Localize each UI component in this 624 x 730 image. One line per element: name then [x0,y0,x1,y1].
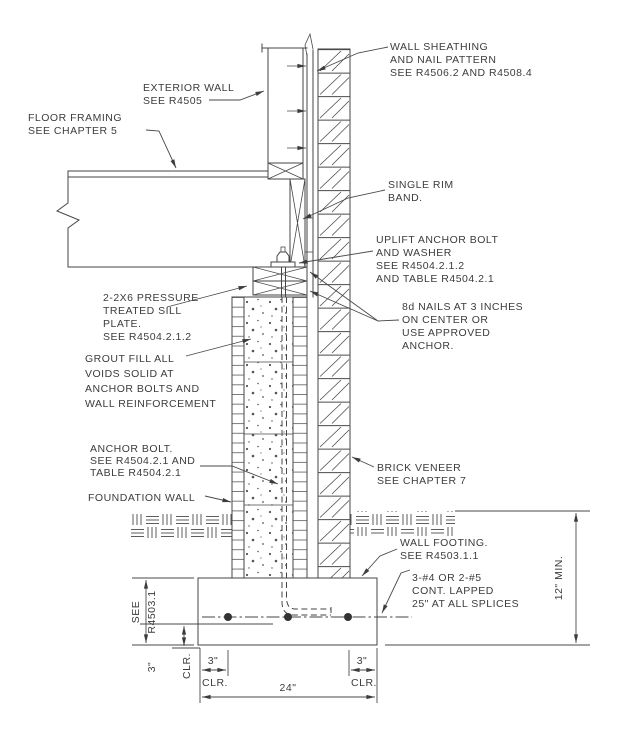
leader-single-rim-band [302,189,386,220]
callout-footing-rebar: CONT. LAPPED [412,585,494,597]
dim-cover-bottom-left [199,648,229,703]
bolt-shaft [281,266,286,298]
leader-footing-rebar [381,569,411,614]
callout-uplift-anchor: SEE R4504.2.1.2 [376,260,465,272]
dim-text-footing-depth: R4503.1 [146,590,158,633]
bolt-stub [280,246,286,253]
sheathing-break-mark [304,32,314,57]
callout-8d-nails: ANCHOR. [402,340,454,352]
rim-band [289,178,306,268]
rebar-dot [224,613,232,621]
brick-veneer-column [317,48,351,579]
rebar-dot [284,613,292,621]
callout-exterior-wall: EXTERIOR WALL [143,82,234,94]
callout-grout-fill: ANCHOR BOLTS AND [85,383,200,395]
callout-brick-veneer: BRICK VENEER [377,462,461,474]
callout-anchor-bolt: SEE R4504.2.1 AND [90,455,195,467]
callout-uplift-anchor: AND WASHER [376,247,452,259]
cmu-face-shell-left [232,297,244,578]
wall-sheathing-layer [287,32,314,298]
callout-grout-fill: VOIDS SOLID AT [85,368,174,380]
stud-wall [261,43,308,164]
callout-grout-fill: GROUT FILL ALL [85,353,174,365]
sill-plates [252,266,308,296]
leader-8d-nails-b [309,290,379,322]
dim-12in-min [385,510,590,646]
dimension-texts: SEE R4503.1 12" MIN. 3" CLR. 3" CLR. 3" … [130,556,565,694]
dimension-lines [132,510,590,703]
embedded-anchor-bolt [286,297,331,610]
grade-hatch-left [130,513,232,538]
callout-8d-nails: 8d NAILS AT 3 INCHES [402,301,523,313]
callout-wall-footing: SEE R4503.1.1 [400,550,479,562]
uplift-anchor-bolt-assembly [270,246,296,298]
callout-8d-nails: USE APPROVED [402,327,490,339]
dim-text-12in-min: 12" MIN. [553,556,565,601]
callout-wall-footing: WALL FOOTING. [400,537,488,549]
callout-sill-plate: TREATED SILL [103,305,182,317]
foundation-wall [231,296,332,617]
callout-uplift-anchor: AND TABLE R4504.2.1 [376,273,494,285]
dim-text-footing-depth: SEE [130,601,142,624]
leader-8d-nails-a [309,271,379,322]
callout-8d-nails: ON CENTER OR [402,314,489,326]
leader-grout-fill [185,338,252,357]
washer-plate [270,261,296,268]
callout-sill-plate: SEE R4504.2.1.2 [103,331,192,343]
dim-text-cover-bottom-right-value: 3" [357,655,368,667]
hex-nut [276,251,290,263]
block-course-joints [244,361,293,506]
leader-8d-nails-stem [377,319,400,322]
dim-text-footing-width: 24" [280,682,297,694]
leader-uplift-anchor [298,250,374,264]
leader-exterior-wall [209,90,265,101]
rebar-dot [344,613,352,621]
cmu-face-shell-right [293,297,307,578]
blocking-box [267,162,304,180]
callout-floor-framing: FLOOR FRAMING [28,112,122,124]
leader-wall-sheathing [316,46,389,72]
grade-earth-hatch [130,511,455,538]
leader-brick-veneer [351,456,375,468]
callout-anchor-bolt: ANCHOR BOLT. [90,443,173,455]
grout-fill-core [244,297,293,578]
leader-lines [145,46,411,614]
callout-brick-veneer: SEE CHAPTER 7 [377,475,466,487]
callout-texts: WALL SHEATHING AND NAIL PATTERN SEE R450… [28,41,532,610]
callout-sill-plate: 2-2X6 PRESSURE [103,292,199,304]
floor-framing-band [55,162,306,268]
dim-text-cover-bottom-left-value: 3" [208,655,219,667]
callout-wall-sheathing: SEE R4506.2 AND R4508.4 [390,67,532,79]
callout-footing-rebar: 25" AT ALL SPLICES [412,598,519,610]
callout-footing-rebar: 3-#4 OR 2-#5 [412,572,482,584]
embedded-anchor-bolt [281,297,331,616]
callout-single-rim-band: BAND. [388,192,423,204]
callout-foundation-wall: FOUNDATION WALL [88,492,195,504]
callout-grout-fill: WALL REINFORCEMENT [85,398,216,410]
break-line [55,170,81,268]
wall-footing [197,577,412,646]
leader-floor-framing [145,129,177,169]
leader-sill-plate [166,285,248,308]
callout-wall-sheathing: AND NAIL PATTERN [390,54,496,66]
dim-cover-left [140,623,273,649]
leader-wall-footing [361,548,398,577]
grade-hatch-right [350,511,455,536]
callout-sill-plate: PLATE. [103,318,141,330]
callout-wall-sheathing: WALL SHEATHING [390,41,488,53]
dim-text-cover-left-value: 3" [146,662,158,673]
leader-anchor-bolt [200,465,279,485]
callout-floor-framing: SEE CHAPTER 5 [28,125,117,137]
dim-text-cover-bottom-right-label: CLR. [351,677,377,689]
callout-anchor-bolt: TABLE R4504.2.1 [90,467,181,479]
callout-exterior-wall: SEE R4505 [143,95,202,107]
leader-foundation-wall [204,495,232,503]
callout-uplift-anchor: UPLIFT ANCHOR BOLT [376,234,498,246]
dim-cover-bottom-right [348,648,378,703]
dim-text-cover-left-label: CLR. [181,653,193,679]
callout-single-rim-band: SINGLE RIM [388,179,454,191]
dim-text-cover-bottom-left-label: CLR. [202,677,228,689]
